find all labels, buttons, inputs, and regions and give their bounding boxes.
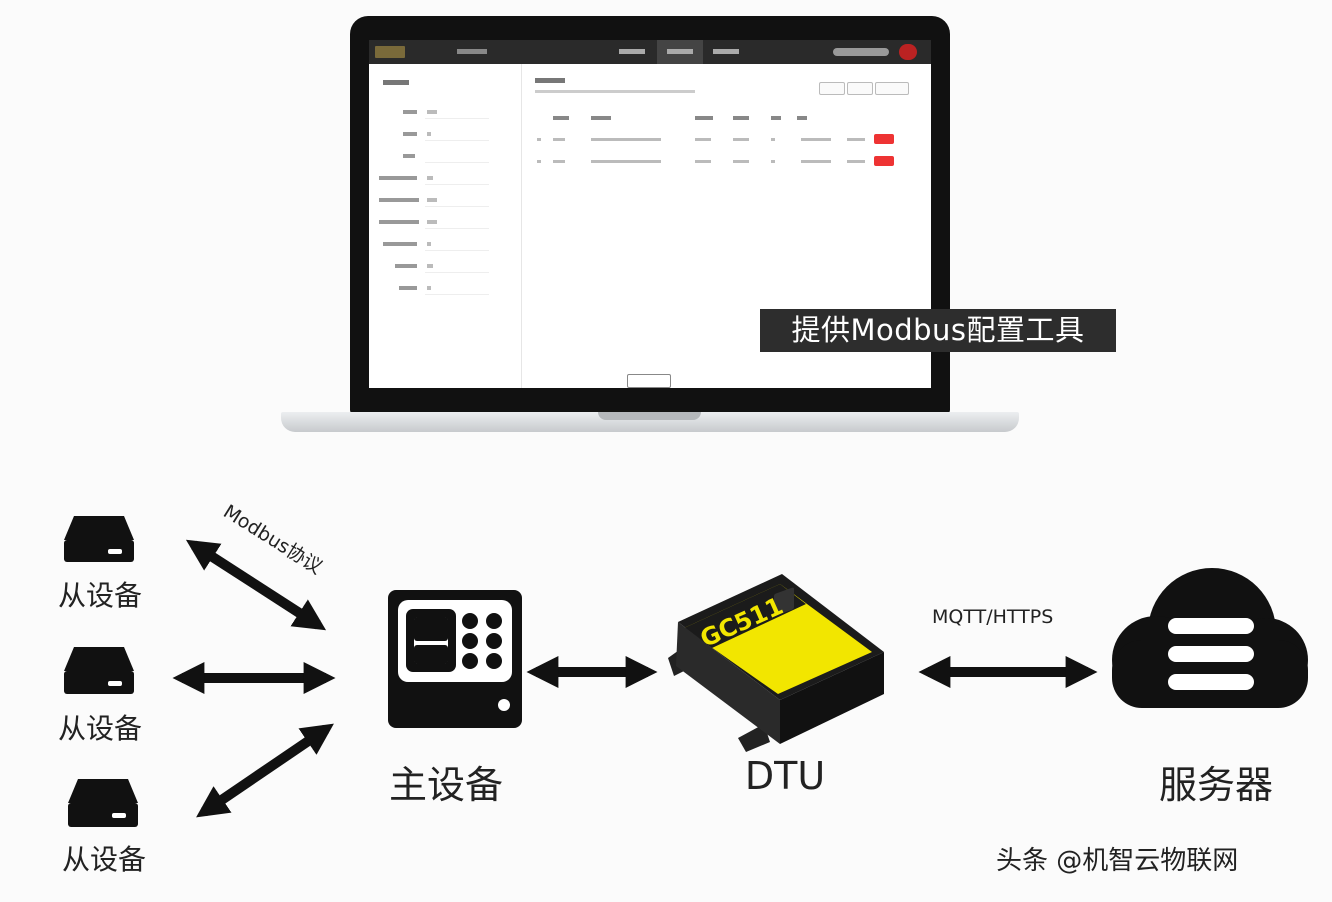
laptop-base: [281, 412, 1019, 432]
server-cloud-icon: [1112, 568, 1308, 708]
slave-device-icon-1: [64, 516, 134, 562]
table-header: [695, 116, 713, 120]
slave-label-3: 从设备: [61, 843, 146, 876]
nav-tab-2[interactable]: [657, 40, 703, 64]
main-title: [535, 78, 565, 83]
main-subtitle: [535, 90, 695, 93]
nav-tab-3[interactable]: [703, 40, 753, 64]
protocol-label-mqtt: MQTT/HTTPS: [932, 606, 1054, 628]
arrow-slave1-master: [185, 539, 327, 631]
laptop-screen: [369, 40, 931, 388]
table-header: [733, 116, 749, 120]
nav-user[interactable]: [833, 48, 889, 56]
dtu-device-icon: GC511: [668, 574, 884, 752]
footer-button[interactable]: [627, 374, 671, 388]
app-logo: [375, 46, 405, 58]
sidebar-heading: [383, 80, 409, 85]
slave-label-1: 从设备: [57, 579, 142, 612]
delete-button[interactable]: [874, 156, 894, 166]
slave-device-icon-2: [64, 647, 134, 694]
avatar[interactable]: [899, 44, 917, 60]
table-header: [771, 116, 781, 120]
config-sidebar: [369, 64, 522, 388]
app-navbar: [369, 40, 931, 64]
nav-menu[interactable]: [457, 49, 487, 54]
caption-banner: 提供Modbus配置工具: [760, 309, 1116, 352]
master-device-icon: [388, 590, 522, 728]
toolbar-button-2[interactable]: [847, 82, 873, 95]
watermark: 头条 @机智云物联网: [996, 846, 1239, 876]
delete-button[interactable]: [874, 134, 894, 144]
master-label: 主设备: [388, 763, 503, 807]
nav-tab-1[interactable]: [609, 40, 665, 64]
toolbar-button-1[interactable]: [819, 82, 845, 95]
toolbar-button-3[interactable]: [875, 82, 909, 95]
slave-label-2: 从设备: [57, 712, 142, 745]
table-header: [553, 116, 569, 120]
server-label: 服务器: [1158, 763, 1273, 807]
table-header: [797, 116, 807, 120]
dtu-label: DTU: [744, 754, 826, 798]
arrow-slave3-master: [196, 723, 334, 818]
slave-device-icon-3: [68, 779, 138, 827]
laptop-notch: [598, 412, 701, 420]
table-header: [591, 116, 611, 120]
